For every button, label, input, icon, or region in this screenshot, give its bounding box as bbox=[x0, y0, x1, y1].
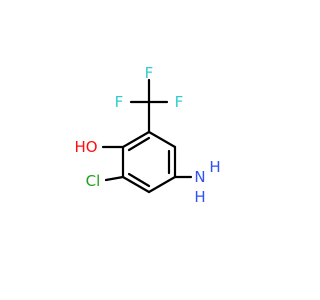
fluorine-left-label: F bbox=[115, 93, 124, 111]
amine-hydrogen-bottom-label: H bbox=[194, 188, 205, 206]
hydroxyl-label: HO bbox=[74, 138, 97, 156]
bond-c5-c6 bbox=[121, 175, 151, 194]
atom-labels: F F F HO Cl N H H bbox=[74, 64, 220, 206]
structure-diagram: F F F HO Cl N H H bbox=[74, 64, 220, 206]
fluorine-right-label: F bbox=[175, 93, 184, 111]
bond-c4-c5 bbox=[147, 175, 177, 194]
chlorine-label: Cl bbox=[86, 172, 101, 190]
bond-c1-c2 bbox=[121, 130, 151, 149]
amine-hydrogen-top-label: H bbox=[209, 158, 220, 176]
double-bond-c5-c6 bbox=[127, 172, 151, 188]
nitrogen-label: N bbox=[194, 168, 205, 186]
bond-c6-cl bbox=[104, 175, 125, 182]
fluorine-top-label: F bbox=[145, 64, 154, 82]
double-bond-c1-c2 bbox=[127, 136, 151, 152]
bonds bbox=[101, 78, 193, 194]
bond-c2-c3 bbox=[147, 130, 177, 149]
